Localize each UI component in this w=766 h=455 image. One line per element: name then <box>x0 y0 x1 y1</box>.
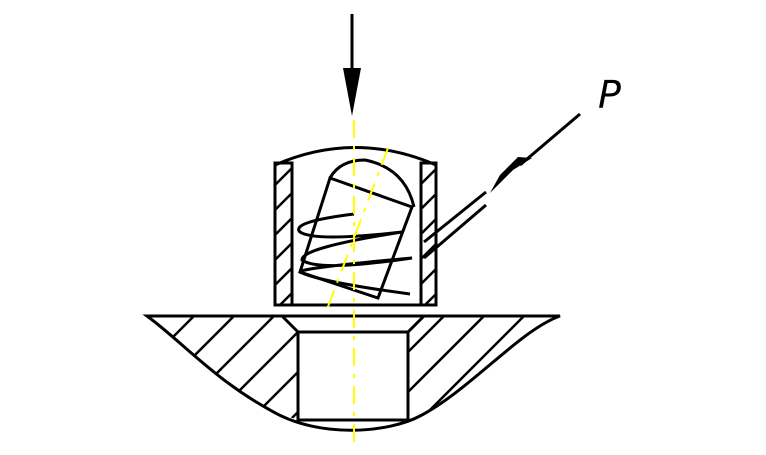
force-label-p: P <box>598 73 621 117</box>
cup-left-hatch <box>275 166 292 305</box>
vertical-force-arrowhead <box>343 68 361 116</box>
centerlines <box>325 120 389 450</box>
base-outline <box>142 314 561 432</box>
pressure-force-shaft <box>519 112 581 167</box>
vertical-force-arrow <box>343 14 361 116</box>
cup-top-arc <box>274 146 437 167</box>
inlet-pipe <box>423 190 487 260</box>
base-right-hatch <box>408 316 560 420</box>
tilted-plunger <box>298 158 416 300</box>
plunger-dome <box>328 158 416 208</box>
pressure-force-arrowhead <box>490 157 532 193</box>
plunger-centerline <box>325 147 389 313</box>
coil-spring <box>297 212 413 296</box>
cup-housing <box>273 146 438 307</box>
pressure-force-arrow: P <box>490 73 621 193</box>
cup-right-hatch <box>421 167 436 305</box>
plunger-body <box>298 176 414 300</box>
